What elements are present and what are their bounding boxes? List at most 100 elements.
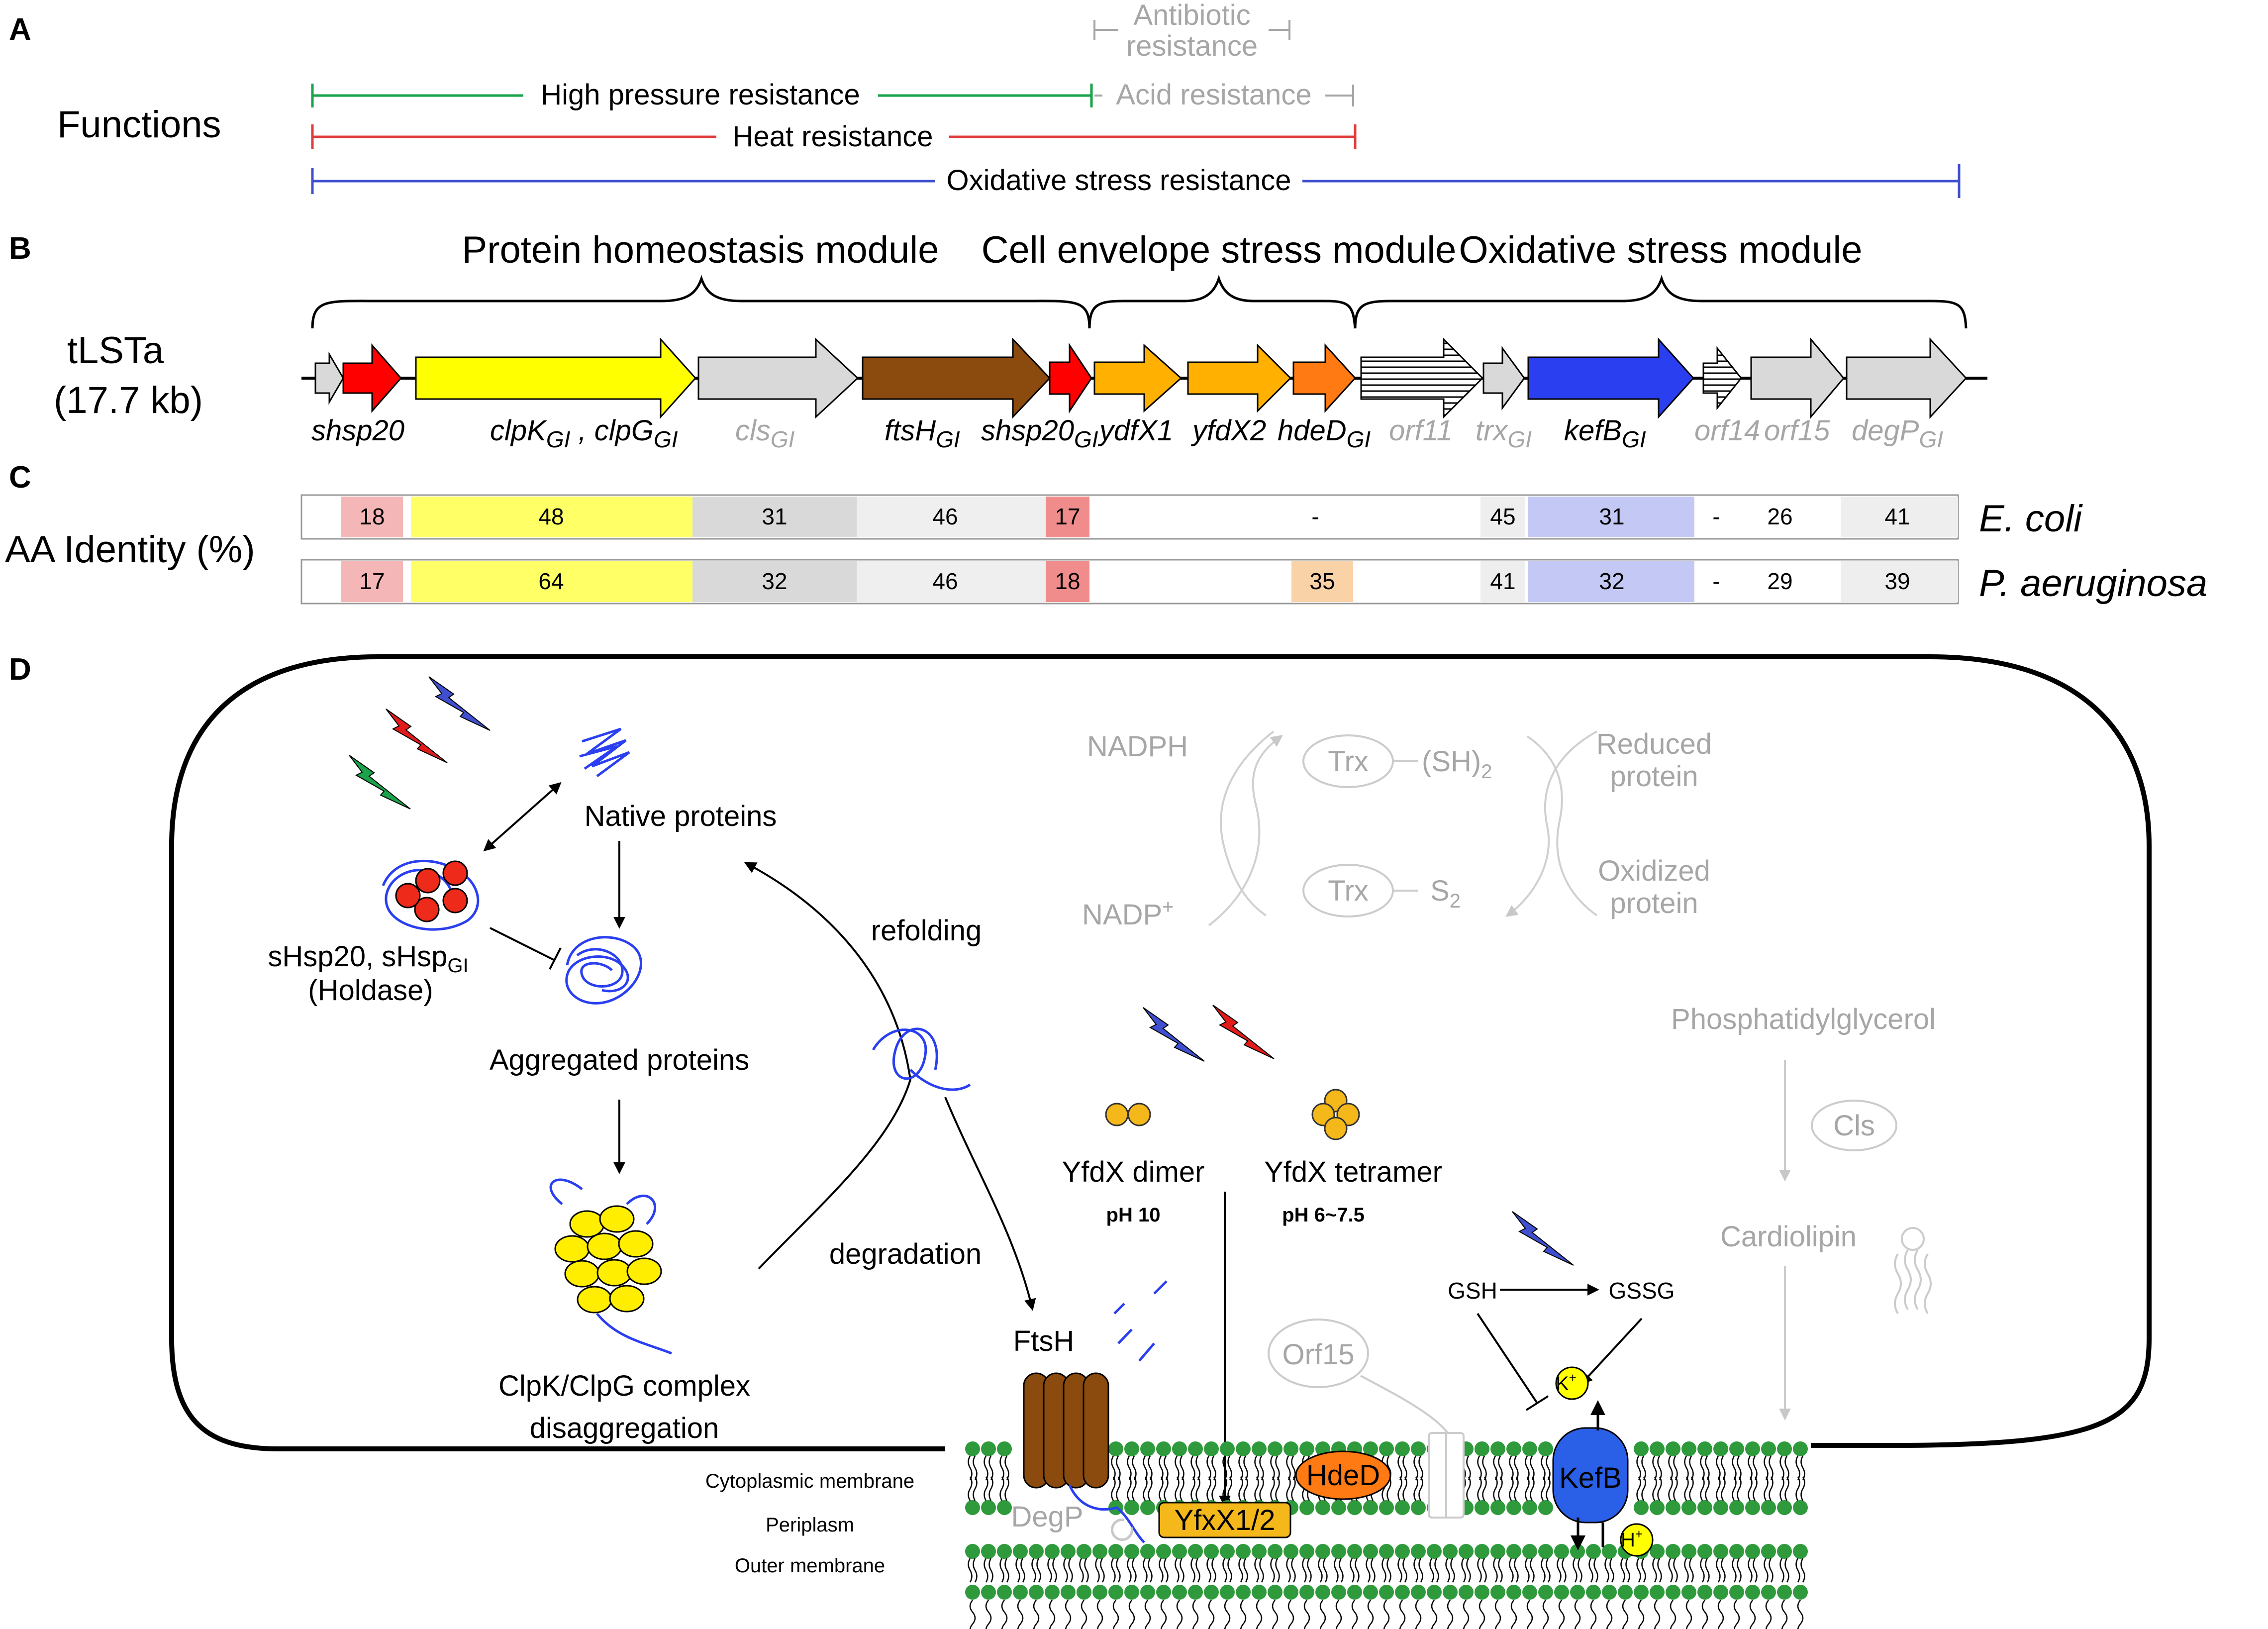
lipid-unit [1219,1543,1236,1583]
gene-label-orf14: orf14 [1694,414,1760,447]
lipid-unit [1171,1543,1188,1583]
stress-bolts-topleft [349,676,491,810]
lipid-unit [1553,1543,1570,1583]
lipid-unit [1139,1440,1156,1481]
lipid-unit [1744,1543,1761,1583]
lipid-unit [1537,1584,1554,1629]
lipid-unit [1235,1584,1252,1629]
degradation-label: degradation [829,1238,982,1270]
lipid-unit [1267,1543,1283,1583]
lipid-unit [1219,1584,1236,1629]
gssg-label: GSSG [1609,1278,1675,1304]
unfolded-protein-icon [872,1027,971,1091]
arrow-refolding [744,862,912,1270]
lipid-unit [1442,1584,1459,1629]
gene-arrow-kefb [1527,337,1695,419]
lipid-unit [980,1476,997,1516]
yfdx-tetramer-label: YfdX tetramer [1264,1156,1442,1188]
lipid-unit [1267,1440,1283,1481]
lipid-unit [1282,1543,1299,1583]
identity-row-ecoli [300,494,1959,540]
lipid-unit [1521,1476,1538,1516]
lipid-unit [1235,1543,1252,1583]
lipid-unit [1680,1584,1697,1629]
phosphatidylglycerol-label: Phosphatidylglycerol [1671,1003,1936,1035]
lipid-unit [1474,1543,1490,1583]
lipid-unit [1776,1543,1793,1583]
lipid-unit [1410,1543,1427,1583]
gene-arrow-shsp20gi [1049,343,1092,413]
cardiolipin-label: Cardiolipin [1720,1221,1857,1253]
lipid-unit [1298,1543,1315,1583]
lipid-unit [1665,1476,1681,1516]
cell-paeru-clp: 64 [538,568,564,594]
lipid-unit [1489,1543,1506,1583]
lipid-unit [1601,1584,1618,1629]
gene-arrow-orf15 [1750,337,1845,419]
lipid-unit [1410,1584,1427,1629]
lipid-unit [1792,1476,1809,1516]
cls-enzyme-icon [1811,1100,1897,1151]
high-pressure-label: High pressure resistance [541,79,860,111]
arrow-holdase-native [483,782,562,852]
lipid-unit [1744,1440,1761,1481]
lipid-unit [1760,1543,1777,1583]
yfdx-tetramer-ph: pH 6~7.5 [1282,1204,1365,1226]
gene-label-ydfx1: ydfX1 [1097,414,1173,447]
lipid-unit [1107,1584,1124,1629]
lipid-unit [1665,1584,1681,1629]
lipid-unit [1203,1543,1220,1583]
lipid-unit [1362,1543,1379,1583]
cell-paeru-orf15: 29 [1767,568,1792,594]
lipid-unit [1298,1584,1315,1629]
degp-icon [1111,1519,1133,1541]
lipid-unit [1505,1584,1522,1629]
lipid-unit [1251,1543,1268,1583]
ftsh-fragment [1113,1280,1168,1362]
s2-label: S2 [1430,875,1461,912]
lipid-unit [1171,1440,1188,1481]
lipid-unit [996,1476,1013,1516]
aggregated-protein-icon [565,936,642,1005]
lipid-unit [1314,1584,1331,1629]
lipid-unit [1394,1476,1411,1516]
gene-arrow-degp [1846,337,1968,419]
trx-cycle: NADPH NADP+ Trx Trx (SH)2 S2 Reduced pro… [1082,728,1712,931]
lipid-unit [1076,1543,1092,1583]
lipid-unit [1537,1543,1554,1583]
lipid-unit [1426,1584,1443,1629]
lipid-unit [1155,1584,1172,1629]
lipid-unit [1426,1543,1443,1583]
native-protein-icon [579,727,630,778]
lipid-unit [1521,1584,1538,1629]
potassium-label: K+ [1556,1370,1577,1395]
lipid-unit [1792,1440,1809,1481]
outer-membrane [964,1543,1809,1629]
lipid-unit [1091,1584,1108,1629]
lipid-unit [1728,1543,1745,1583]
gene-arrow-hded [1292,343,1357,413]
gene-arrow-trx [1482,346,1525,410]
lipid-unit [1744,1476,1761,1516]
potassium-ion [1555,1366,1589,1400]
lipid-unit [1012,1584,1029,1629]
lipid-unit [996,1543,1013,1583]
lipid-unit [1123,1476,1140,1516]
cell-ecoli-shsp20gi: 17 [1055,504,1080,529]
lipid-unit [1378,1584,1395,1629]
lipid-unit [1601,1543,1618,1583]
lipid-unit [1680,1543,1697,1583]
antibiotic-bar [1093,20,1290,40]
aggregated-proteins-label: Aggregated proteins [490,1044,749,1076]
gene-arrow-orf11 [1360,337,1484,419]
periplasm-label: Periplasm [766,1514,854,1536]
panel-c-label: C [9,460,31,495]
cls-label: Cls [1833,1110,1875,1142]
lipid-unit [964,1440,981,1481]
inhibit-holdase-aggregated [490,927,562,970]
lipid-unit [1505,1476,1522,1516]
lipid-unit [1235,1440,1252,1481]
gene-label-cls: clsGI [735,414,795,452]
lipid-unit [1633,1476,1650,1516]
